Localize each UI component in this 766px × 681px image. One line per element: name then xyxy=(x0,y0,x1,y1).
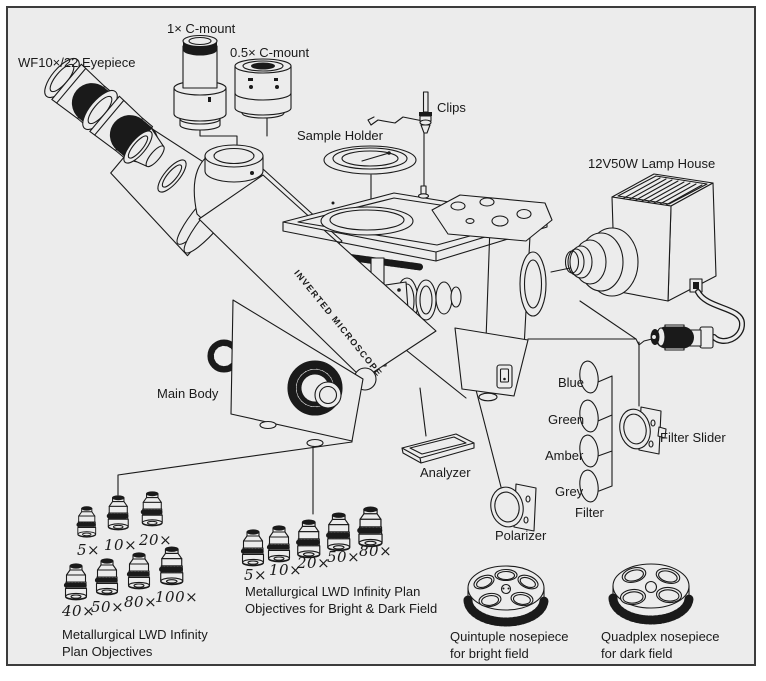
quintuple-nosepiece-illustration xyxy=(463,565,549,627)
label-mag-20x-set1: 20× xyxy=(139,531,173,549)
cmount-1x-part xyxy=(173,34,227,131)
eyepiece-pair xyxy=(44,57,165,168)
objective-icon xyxy=(359,507,382,547)
label-mag-50x-set2: 50× xyxy=(327,548,361,566)
quadplex-nosepiece-illustration xyxy=(608,563,694,625)
filter-parts xyxy=(401,360,667,532)
label-1x-cmount: 1× C-mount xyxy=(167,21,236,36)
label-wf-eyepiece: WF10×/22 Eyepiece xyxy=(18,55,136,70)
microscope-illustration xyxy=(44,34,553,448)
filter-slider-part xyxy=(619,406,667,455)
label-clips: Clips xyxy=(437,100,466,115)
label-quadplex-1: Quadplex nosepiece xyxy=(601,629,720,644)
objective-icon xyxy=(298,519,320,557)
label-mag-80x-set1: 80× xyxy=(124,593,158,611)
label-filter-green: Green xyxy=(548,412,585,427)
label-filter-grey: Grey xyxy=(555,484,584,499)
label-mag-50x-set1: 50× xyxy=(91,598,125,616)
label-mag-20x-set2: 20× xyxy=(297,554,331,572)
label-set2-caption-2: Objectives for Bright & Dark Field xyxy=(245,601,438,616)
objective-icon xyxy=(66,563,87,599)
label-analyzer: Analyzer xyxy=(420,465,471,480)
label-quadplex-2: for dark field xyxy=(601,646,673,661)
objective-icon xyxy=(78,506,96,537)
label-mag-80x-set2: 80× xyxy=(359,542,393,560)
label-polarizer: Polarizer xyxy=(495,528,547,543)
label-mag-5x-set2: 5× xyxy=(244,566,268,584)
label-mag-40x-set1: 40× xyxy=(62,602,96,620)
power-connector xyxy=(650,324,714,351)
label-set1-caption-2: Plan Objectives xyxy=(62,644,153,659)
cmount-05x-part xyxy=(234,58,292,119)
objective-icon xyxy=(97,558,118,594)
objective-icon xyxy=(142,491,162,526)
label-filter: Filter xyxy=(575,505,604,520)
label-lamp-house: 12V50W Lamp House xyxy=(588,156,716,171)
clips-part xyxy=(367,91,432,134)
label-filter-slider: Filter Slider xyxy=(660,430,726,445)
polarizer-part xyxy=(490,483,537,532)
label-05x-cmount: 0.5× C-mount xyxy=(230,45,310,60)
objective-icon xyxy=(243,529,264,565)
label-filter-amber: Amber xyxy=(545,448,584,463)
objective-icon xyxy=(328,512,350,550)
label-quintuple-1: Quintuple nosepiece xyxy=(450,629,569,644)
objective-icon xyxy=(269,525,290,561)
label-mag-10x-set2: 10× xyxy=(269,561,303,579)
label-mag-5x-set1: 5× xyxy=(77,541,101,559)
analyzer-part xyxy=(401,433,475,464)
label-set1-caption-1: Metallurgical LWD Infinity xyxy=(62,627,208,642)
lamp-house-illustration xyxy=(564,173,745,351)
label-main-body: Main Body xyxy=(157,386,219,401)
label-mag-100x-set1: 100× xyxy=(155,588,199,606)
label-set2-caption-1: Metallurgical LWD Infinity Plan xyxy=(245,584,421,599)
label-quintuple-2: for bright field xyxy=(450,646,529,661)
objective-icon xyxy=(108,495,128,530)
objective-icon xyxy=(129,552,150,588)
sample-holder-part xyxy=(323,145,417,175)
label-filter-blue: Blue xyxy=(558,375,585,390)
label-sample-holder: Sample Holder xyxy=(297,128,383,143)
label-mag-10x-set1: 10× xyxy=(104,536,138,554)
leader-lines xyxy=(117,117,653,515)
objective-icon xyxy=(161,546,183,584)
